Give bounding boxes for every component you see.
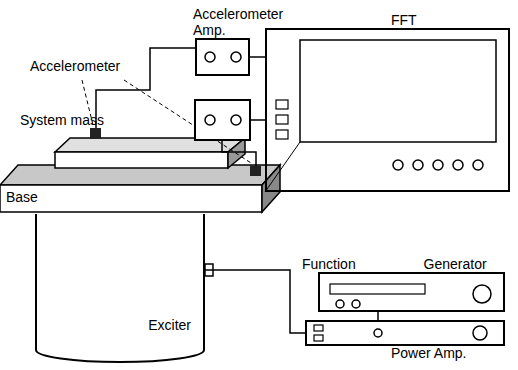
node-label: FFT xyxy=(391,12,417,28)
node-label: Function Generator xyxy=(302,256,487,272)
part-label: System mass xyxy=(20,112,104,128)
signal-wire xyxy=(250,119,265,121)
power-amplifier: Power Amp. xyxy=(305,320,505,346)
node-label: Power Amp. xyxy=(391,345,466,361)
node-label: Exciter xyxy=(148,317,191,333)
function-generator: Function Generator xyxy=(318,272,505,312)
wire-connector xyxy=(378,312,379,320)
part-label: Accelerometer xyxy=(30,58,120,74)
leader-line xyxy=(124,80,251,163)
fft-analyzer: FFT xyxy=(265,28,510,192)
mass-front xyxy=(55,152,228,168)
cylinder-outline xyxy=(35,214,205,364)
accelerometer-sensor xyxy=(90,128,101,139)
accelerometer-sensor xyxy=(250,166,261,176)
wire-connector xyxy=(250,57,265,58)
amplifier-box: Accelerometer Amp. xyxy=(195,38,250,76)
part-label: Base xyxy=(6,189,38,205)
base-front xyxy=(0,185,262,212)
amp-box xyxy=(195,100,250,140)
node-label: Accelerometer Amp. xyxy=(193,6,293,38)
wire-connector xyxy=(205,270,305,333)
fft-screen xyxy=(300,40,496,142)
exciter-cylinder: Exciter xyxy=(35,214,205,364)
signal-wire xyxy=(222,141,256,166)
